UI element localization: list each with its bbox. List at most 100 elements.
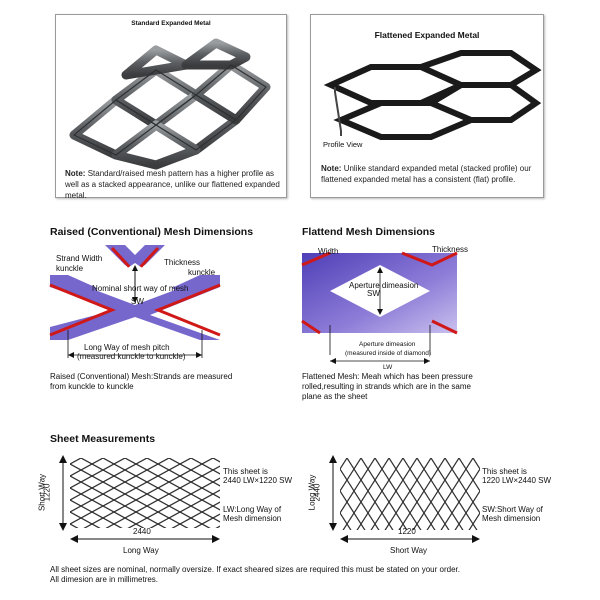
mesh-diamond xyxy=(134,469,160,483)
standard-panel-title: Standard Expanded Metal xyxy=(131,20,211,27)
mesh-diamond xyxy=(211,489,220,499)
mesh-diamond xyxy=(458,511,474,530)
mesh-diamond xyxy=(374,511,390,530)
mesh-diamond xyxy=(465,458,480,482)
mesh-diamond xyxy=(360,489,376,515)
mesh-diamond xyxy=(189,475,215,489)
mesh-diamond xyxy=(90,493,116,507)
mesh-diamond xyxy=(101,458,127,465)
mesh-diamond xyxy=(79,463,105,477)
mesh-diamond xyxy=(189,463,215,477)
profile-view-label: Profile View xyxy=(323,140,363,149)
mesh-diamond xyxy=(101,499,127,513)
left-sheet-horizontal-arrow xyxy=(70,535,220,543)
mesh-diamond xyxy=(167,511,193,525)
mesh-diamond xyxy=(472,458,474,460)
flat-thickness-label: Thickness xyxy=(432,245,469,254)
mesh-diamond xyxy=(430,467,446,493)
mesh-diamond xyxy=(112,481,138,495)
mesh-diamond xyxy=(191,440,213,452)
mesh-diamond xyxy=(145,499,171,513)
mesh-diamond xyxy=(319,425,333,447)
mesh-diamond xyxy=(90,481,116,495)
mesh-diamond xyxy=(360,467,376,493)
mesh-diamond xyxy=(353,458,369,482)
mesh-diamond xyxy=(333,425,347,447)
mesh-diamond xyxy=(346,467,362,493)
mesh-diamond xyxy=(70,499,83,513)
right-this-sheet: This sheet is xyxy=(482,467,527,476)
right-sheet-horizontal-arrow xyxy=(340,535,480,543)
mesh-diamond xyxy=(381,458,397,482)
raised-thickness-label: Thickness xyxy=(164,258,201,267)
mesh-diamond xyxy=(178,469,204,483)
mesh-diamond xyxy=(340,478,355,504)
mesh-diamond xyxy=(224,530,246,542)
raised-kunckle2-label: kunckle xyxy=(188,268,216,277)
flattened-mesh-title: Flattend Mesh Dimensions xyxy=(302,226,436,238)
mesh-diamond xyxy=(431,425,445,447)
mesh-diamond xyxy=(200,493,220,507)
mesh-diamond xyxy=(444,458,460,471)
mesh-diamond xyxy=(458,467,474,493)
mesh-diamond xyxy=(178,493,204,507)
mesh-diamond xyxy=(123,487,149,501)
mesh-diamond xyxy=(402,511,418,530)
mesh-diamond xyxy=(395,500,411,526)
standard-note-text: Standard/raised mesh pattern has a highe… xyxy=(65,169,280,200)
mesh-diamond xyxy=(79,458,83,459)
raised-description: Raised (Conventional) Mesh:Strands are m… xyxy=(50,372,250,392)
mesh-diamond xyxy=(361,425,375,447)
mesh-diamond xyxy=(145,511,171,525)
mesh-diamond xyxy=(423,458,439,482)
flattened-mesh-diagram xyxy=(301,251,458,335)
mesh-diamond xyxy=(70,463,83,477)
mesh-diamond xyxy=(430,489,446,515)
mesh-diamond xyxy=(360,458,362,460)
raised-nominal-short-way-label: Nominal short way of mesh xyxy=(92,284,189,293)
right-horizontal-dim: 1220 xyxy=(398,527,416,536)
mesh-diamond xyxy=(101,511,127,525)
mesh-diamond xyxy=(112,469,138,483)
mesh-diamond xyxy=(340,489,348,515)
mesh-diamond xyxy=(416,458,418,460)
mesh-diamond xyxy=(430,458,432,460)
mesh-diamond xyxy=(444,489,460,515)
mesh-diamond xyxy=(211,501,220,511)
mesh-diamond xyxy=(430,511,446,530)
mesh-diamond xyxy=(79,458,105,465)
mesh-diamond xyxy=(444,511,460,530)
mesh-diamond xyxy=(417,425,431,447)
mesh-diamond xyxy=(145,458,149,459)
mesh-diamond xyxy=(388,489,404,515)
mesh-diamond xyxy=(200,458,220,471)
mesh-diamond xyxy=(90,469,116,483)
mesh-diamond xyxy=(70,481,94,495)
mesh-diamond xyxy=(409,458,425,482)
standard-expanded-metal-panel: Standard Expanded Metal Note: Stand xyxy=(55,14,287,200)
flattened-note: Note: Unlike standard expanded metal (st… xyxy=(321,163,539,185)
left-vertical-label: Short Way xyxy=(37,473,47,512)
flattened-expanded-metal-panel: Flattened Expanded Metal Profile View No… xyxy=(310,14,544,198)
raised-sw-label: SW xyxy=(131,297,144,306)
mesh-diamond xyxy=(402,489,418,515)
mesh-diamond xyxy=(167,499,193,513)
mesh-diamond xyxy=(473,425,487,447)
mesh-diamond xyxy=(416,489,432,515)
mesh-diamond xyxy=(156,505,182,519)
mesh-diamond xyxy=(437,458,453,482)
mesh-diamond xyxy=(388,467,404,493)
mesh-diamond xyxy=(156,493,182,507)
left-horizontal-dim: 2440 xyxy=(133,527,151,536)
mesh-diamond xyxy=(437,478,453,504)
footer-line2: All dimesion are in millimetres. xyxy=(50,575,159,584)
mesh-diamond xyxy=(409,478,425,504)
mesh-diamond xyxy=(79,487,105,501)
mesh-diamond xyxy=(178,458,204,471)
mesh-diamond xyxy=(211,458,215,459)
mesh-diamond xyxy=(374,458,376,460)
flat-mesh-illustration xyxy=(323,50,542,140)
mesh-diamond xyxy=(402,458,404,460)
mesh-diamond xyxy=(189,499,215,513)
mesh-diamond xyxy=(367,478,383,504)
